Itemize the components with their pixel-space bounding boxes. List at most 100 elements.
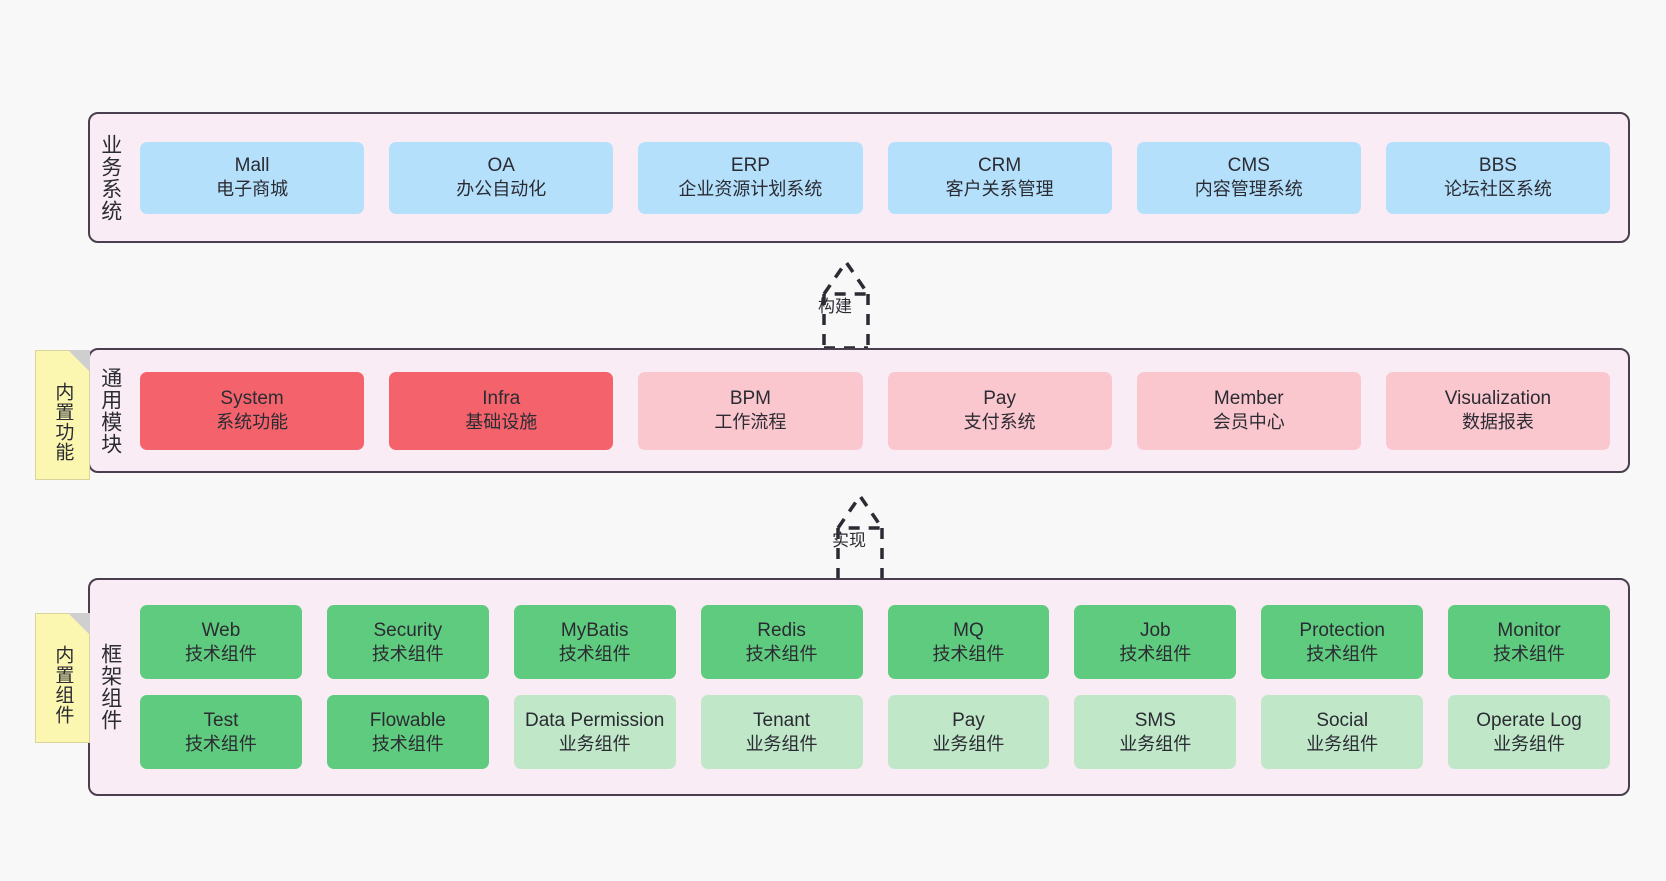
card-subtitle: 企业资源计划系统 xyxy=(678,179,823,200)
card-tenant[interactable]: Tenant 业务组件 xyxy=(700,695,863,769)
card-erp[interactable]: ERP 企业资源计划系统 xyxy=(638,141,863,214)
card-title: BBS xyxy=(1478,155,1517,177)
card-title: CRM xyxy=(977,155,1022,177)
sticky-note-label: 内置功能 xyxy=(52,382,74,462)
connector-label-implement: 实现 xyxy=(832,531,866,550)
card-subtitle: 工作流程 xyxy=(714,412,787,433)
layer-title-framework: 框架组件 xyxy=(98,643,122,731)
layer-business-system: 业务系统 Mall 电子商城 OA 办公自动化 ERP 企业资源计划系统 CRM… xyxy=(88,112,1630,243)
card-flowable[interactable]: Flowable 技术组件 xyxy=(326,695,489,769)
card-title: Monitor xyxy=(1497,619,1561,641)
card-title: CMS xyxy=(1227,155,1270,177)
card-cms[interactable]: CMS 内容管理系统 xyxy=(1136,141,1361,214)
card-infra[interactable]: Infra 基础设施 xyxy=(389,371,614,450)
sticky-note-label: 内置组件 xyxy=(52,645,74,725)
card-sms[interactable]: SMS 业务组件 xyxy=(1074,695,1237,769)
card-title: MQ xyxy=(953,619,984,641)
card-subtitle: 数据报表 xyxy=(1461,412,1534,433)
card-web[interactable]: Web 技术组件 xyxy=(140,605,302,679)
card-pay[interactable]: Pay 支付系统 xyxy=(887,371,1112,450)
card-title: SMS xyxy=(1134,709,1176,731)
card-title: Flowable xyxy=(369,709,446,731)
card-subtitle: 技术组件 xyxy=(745,643,818,664)
card-title: ERP xyxy=(730,155,770,177)
card-member[interactable]: Member 会员中心 xyxy=(1136,371,1361,450)
card-title: Pay xyxy=(983,388,1016,410)
card-subtitle: 技术组件 xyxy=(184,733,257,754)
card-mq[interactable]: MQ 技术组件 xyxy=(887,605,1050,679)
card-subtitle: 业务组件 xyxy=(1119,733,1192,754)
card-title: Operate Log xyxy=(1476,709,1582,731)
card-subtitle: 业务组件 xyxy=(932,733,1005,754)
card-mall[interactable]: Mall 电子商城 xyxy=(140,141,365,214)
card-row: System 系统功能 Infra 基础设施 BPM 工作流程 Pay 支付系统… xyxy=(140,371,1611,450)
card-subtitle: 技术组件 xyxy=(1119,643,1192,664)
card-title: Mall xyxy=(234,155,270,177)
card-mybatis[interactable]: MyBatis 技术组件 xyxy=(513,605,676,679)
card-title: System xyxy=(220,388,284,410)
connector-label-build: 构建 xyxy=(818,297,852,316)
layer-body-framework: Web 技术组件 Security 技术组件 MyBatis 技术组件 Redi… xyxy=(130,580,1628,794)
connector-build: 构建 xyxy=(756,258,906,350)
card-security[interactable]: Security 技术组件 xyxy=(326,605,489,679)
sticky-note-builtin-component[interactable]: 内置组件 xyxy=(35,613,90,743)
card-title: Visualization xyxy=(1444,388,1552,410)
card-oa[interactable]: OA 办公自动化 xyxy=(389,141,614,214)
card-system[interactable]: System 系统功能 xyxy=(140,371,365,450)
card-title: Security xyxy=(373,619,443,641)
layer-title-business: 业务系统 xyxy=(98,133,122,222)
card-row: Mall 电子商城 OA 办公自动化 ERP 企业资源计划系统 CRM 客户关系… xyxy=(140,141,1611,214)
card-subtitle: 技术组件 xyxy=(932,643,1005,664)
card-title: OA xyxy=(487,155,515,177)
connector-implement: 实现 xyxy=(770,492,920,584)
card-subtitle: 业务组件 xyxy=(558,733,631,754)
card-row: Web 技术组件 Security 技术组件 MyBatis 技术组件 Redi… xyxy=(140,605,1610,679)
card-subtitle: 论坛社区系统 xyxy=(1443,179,1552,200)
card-subtitle: 业务组件 xyxy=(1493,733,1566,754)
card-subtitle: 技术组件 xyxy=(1306,643,1379,664)
card-subtitle: 客户关系管理 xyxy=(945,179,1054,200)
card-subtitle: 基础设施 xyxy=(465,412,538,433)
card-job[interactable]: Job 技术组件 xyxy=(1074,605,1237,679)
card-data-permission[interactable]: Data Permission 业务组件 xyxy=(513,695,676,769)
card-subtitle: 技术组件 xyxy=(1493,643,1566,664)
card-test[interactable]: Test 技术组件 xyxy=(140,695,302,769)
layer-common-module: 通用模块 System 系统功能 Infra 基础设施 BPM 工作流程 Pay… xyxy=(88,348,1630,473)
layer-framework-component: 框架组件 Web 技术组件 Security 技术组件 MyBatis 技术组件… xyxy=(88,578,1630,796)
card-title: Web xyxy=(201,619,241,641)
card-bbs[interactable]: BBS 论坛社区系统 xyxy=(1385,141,1611,214)
card-protection[interactable]: Protection 技术组件 xyxy=(1261,605,1424,679)
card-title: Data Permission xyxy=(524,709,665,731)
card-crm[interactable]: CRM 客户关系管理 xyxy=(887,141,1112,214)
card-social[interactable]: Social 业务组件 xyxy=(1261,695,1424,769)
card-subtitle: 会员中心 xyxy=(1212,412,1285,433)
card-subtitle: 电子商城 xyxy=(216,179,289,200)
card-title: Member xyxy=(1213,388,1284,410)
card-operate-log[interactable]: Operate Log 业务组件 xyxy=(1448,695,1610,769)
card-subtitle: 业务组件 xyxy=(1306,733,1379,754)
card-row: Test 技术组件 Flowable 技术组件 Data Permission … xyxy=(140,695,1610,769)
layer-body-business: Mall 电子商城 OA 办公自动化 ERP 企业资源计划系统 CRM 客户关系… xyxy=(130,114,1628,241)
card-subtitle: 技术组件 xyxy=(184,643,257,664)
card-subtitle: 支付系统 xyxy=(963,412,1036,433)
card-pay-business[interactable]: Pay 业务组件 xyxy=(887,695,1050,769)
card-subtitle: 办公自动化 xyxy=(456,179,547,200)
sticky-note-builtin-function[interactable]: 内置功能 xyxy=(35,350,90,480)
card-title: Redis xyxy=(757,619,806,641)
card-title: Test xyxy=(203,709,239,731)
card-monitor[interactable]: Monitor 技术组件 xyxy=(1448,605,1610,679)
card-title: Social xyxy=(1316,709,1369,731)
layer-body-common: System 系统功能 Infra 基础设施 BPM 工作流程 Pay 支付系统… xyxy=(130,350,1628,471)
card-visualization[interactable]: Visualization 数据报表 xyxy=(1385,371,1611,450)
card-subtitle: 技术组件 xyxy=(558,643,631,664)
card-bpm[interactable]: BPM 工作流程 xyxy=(638,371,863,450)
card-title: Pay xyxy=(952,709,985,731)
card-subtitle: 技术组件 xyxy=(371,733,444,754)
card-title: Infra xyxy=(482,388,521,410)
card-title: MyBatis xyxy=(560,619,629,641)
card-subtitle: 内容管理系统 xyxy=(1194,179,1303,200)
card-title: Protection xyxy=(1299,619,1385,641)
card-redis[interactable]: Redis 技术组件 xyxy=(700,605,863,679)
card-title: Job xyxy=(1139,619,1171,641)
